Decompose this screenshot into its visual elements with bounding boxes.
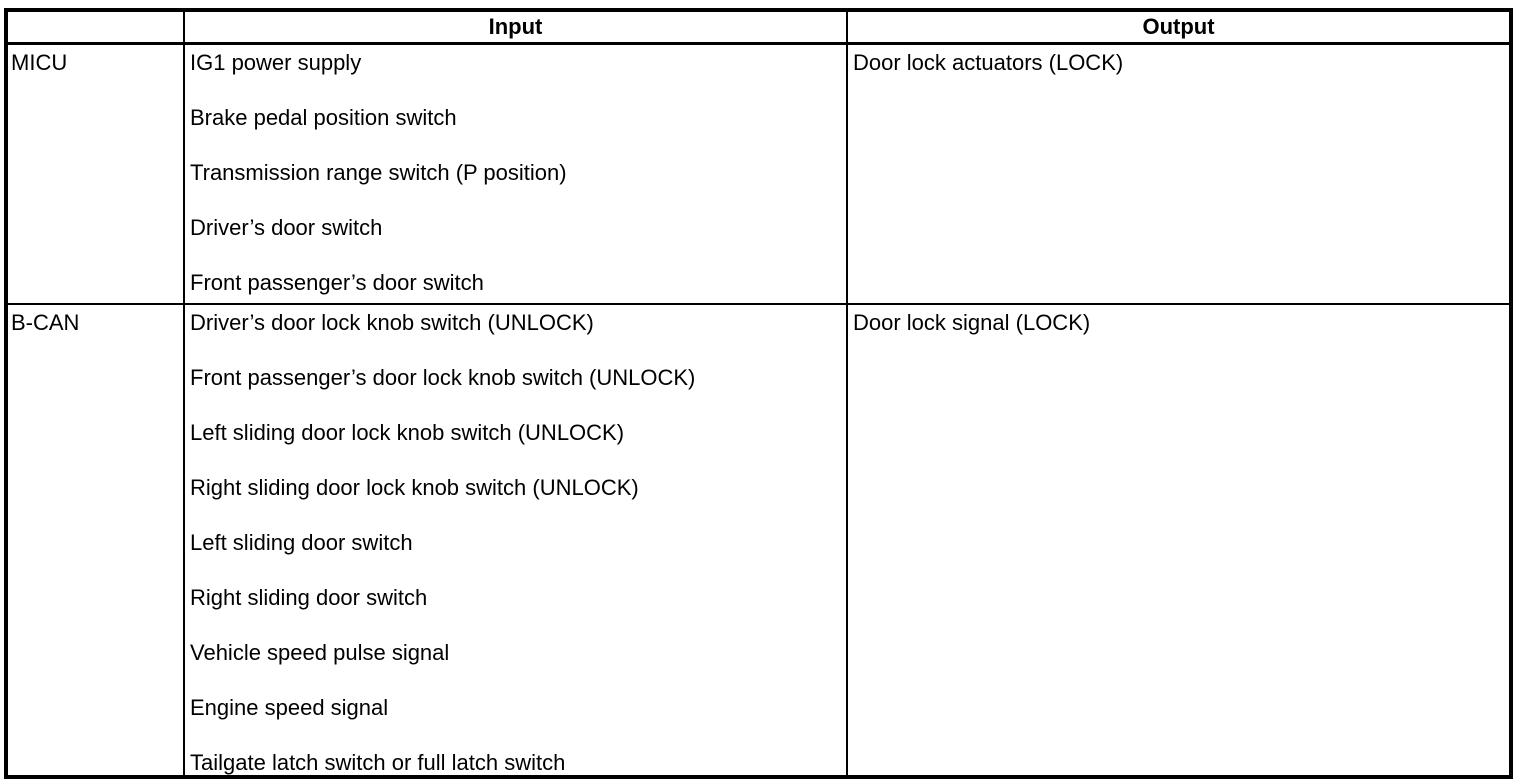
input-output-table: Input Output MICU IG1 power supply Brake… <box>4 8 1513 779</box>
micu-input-cell: IG1 power supply Brake pedal position sw… <box>183 42 848 305</box>
input-item: Left sliding door lock knob switch (UNLO… <box>190 419 625 445</box>
source-label-bcan: B-CAN <box>5 302 185 778</box>
source-text: B-CAN <box>11 309 80 335</box>
input-item: Brake pedal position switch <box>190 105 457 130</box>
output-item: Door lock signal (LOCK) <box>853 309 1091 335</box>
bcan-input-cell: Driver’s door lock knob switch (UNLOCK) … <box>183 302 848 778</box>
table-row-micu: MICU IG1 power supply Brake pedal positi… <box>5 42 1512 305</box>
source-label-micu: MICU <box>5 42 185 305</box>
input-item: Tailgate latch switch or full latch swit… <box>190 749 566 775</box>
micu-output-cell: Door lock actuators (LOCK) <box>846 42 1512 305</box>
input-item: Driver’s door switch <box>190 215 383 240</box>
input-item: Right sliding door switch <box>190 584 428 610</box>
input-item: Engine speed signal <box>190 694 389 720</box>
table-row-bcan: B-CAN Driver’s door lock knob switch (UN… <box>5 302 1512 778</box>
bcan-output-cell: Door lock signal (LOCK) <box>846 302 1512 778</box>
output-item: Door lock actuators (LOCK) <box>853 50 1124 75</box>
input-item: IG1 power supply <box>190 50 362 75</box>
input-item: Left sliding door switch <box>190 529 413 555</box>
header-source-cell <box>5 9 185 45</box>
input-item: Vehicle speed pulse signal <box>190 639 450 665</box>
input-item: Front passenger’s door lock knob switch … <box>190 364 696 390</box>
input-item: Front passenger’s door switch <box>190 270 484 295</box>
input-item: Driver’s door lock knob switch (UNLOCK) <box>190 309 594 335</box>
source-text: MICU <box>11 50 68 75</box>
input-item: Right sliding door lock knob switch (UNL… <box>190 474 639 500</box>
header-input-cell: Input <box>183 9 848 45</box>
table-header-row: Input Output <box>5 9 1512 45</box>
header-output-cell: Output <box>846 9 1512 45</box>
input-item: Transmission range switch (P position) <box>190 160 567 185</box>
